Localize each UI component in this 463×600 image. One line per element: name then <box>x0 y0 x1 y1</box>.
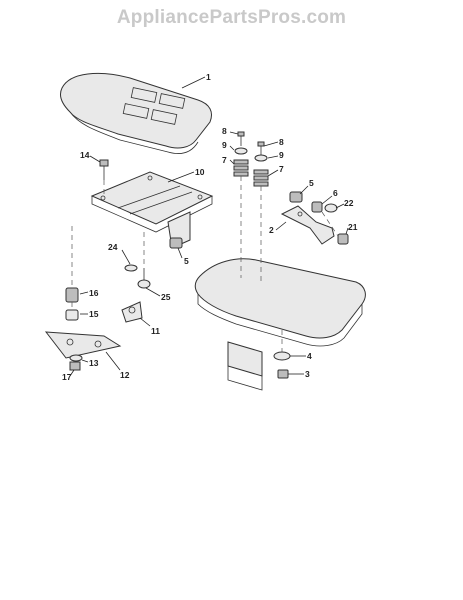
bushing-16 <box>65 287 79 303</box>
callout-24: 24 <box>108 242 118 252</box>
nut-25 <box>137 268 151 289</box>
seat <box>59 72 212 154</box>
callout-4: 4 <box>307 351 312 361</box>
callout-6: 6 <box>333 188 338 198</box>
washer-24 <box>124 264 138 272</box>
callout-2: 2 <box>269 225 274 235</box>
plate-12 <box>44 331 122 359</box>
spacer-15 <box>65 309 79 321</box>
callout-16: 16 <box>89 288 99 298</box>
leader-lines <box>69 76 349 377</box>
spring-7-left <box>233 159 249 177</box>
knob-5-right <box>289 191 303 203</box>
nut-6 <box>311 201 323 213</box>
bracket-2 <box>280 205 335 245</box>
bolt-3 <box>277 369 289 379</box>
washer-9-right <box>254 154 268 162</box>
callout-9-right: 9 <box>279 150 284 160</box>
washer-13 <box>69 354 83 362</box>
bolt-21 <box>337 233 349 245</box>
callout-17: 17 <box>62 372 72 382</box>
callout-13: 13 <box>89 358 99 368</box>
watermark-text: AppliancePartsPros.com <box>116 7 347 28</box>
spring-7-right <box>253 169 269 187</box>
bracket-11 <box>121 301 143 323</box>
callout-10: 10 <box>195 167 205 177</box>
callout-12: 12 <box>120 370 130 380</box>
callout-5-right: 5 <box>309 178 314 188</box>
callout-21: 21 <box>348 222 358 232</box>
bolt-8-right <box>257 141 265 156</box>
callout-7-left: 7 <box>222 155 227 165</box>
callout-3: 3 <box>305 369 310 379</box>
callout-15: 15 <box>89 309 99 319</box>
washer-22 <box>324 203 338 213</box>
washer-9-left <box>234 147 248 155</box>
callout-11: 11 <box>151 326 160 336</box>
callout-5-left: 5 <box>184 256 189 266</box>
bolt-8-left <box>237 131 245 146</box>
bolt-14 <box>99 159 109 180</box>
frame-fender <box>194 258 366 391</box>
callout-7-right: 7 <box>279 164 284 174</box>
washer-4 <box>273 351 291 361</box>
callout-labels: 1 10 14 24 25 5 11 16 15 12 13 17 8 9 7 … <box>62 72 358 382</box>
callout-22: 22 <box>344 198 354 208</box>
nut-17 <box>69 361 81 371</box>
callout-9-left: 9 <box>222 140 227 150</box>
callout-25: 25 <box>161 292 171 302</box>
callout-14: 14 <box>80 150 90 160</box>
callout-8-left: 8 <box>222 126 227 136</box>
seat-pan <box>90 171 214 249</box>
callout-1: 1 <box>206 72 211 82</box>
callout-8-right: 8 <box>279 137 284 147</box>
knob-5-left <box>169 237 183 249</box>
assembly-lines <box>71 176 339 352</box>
